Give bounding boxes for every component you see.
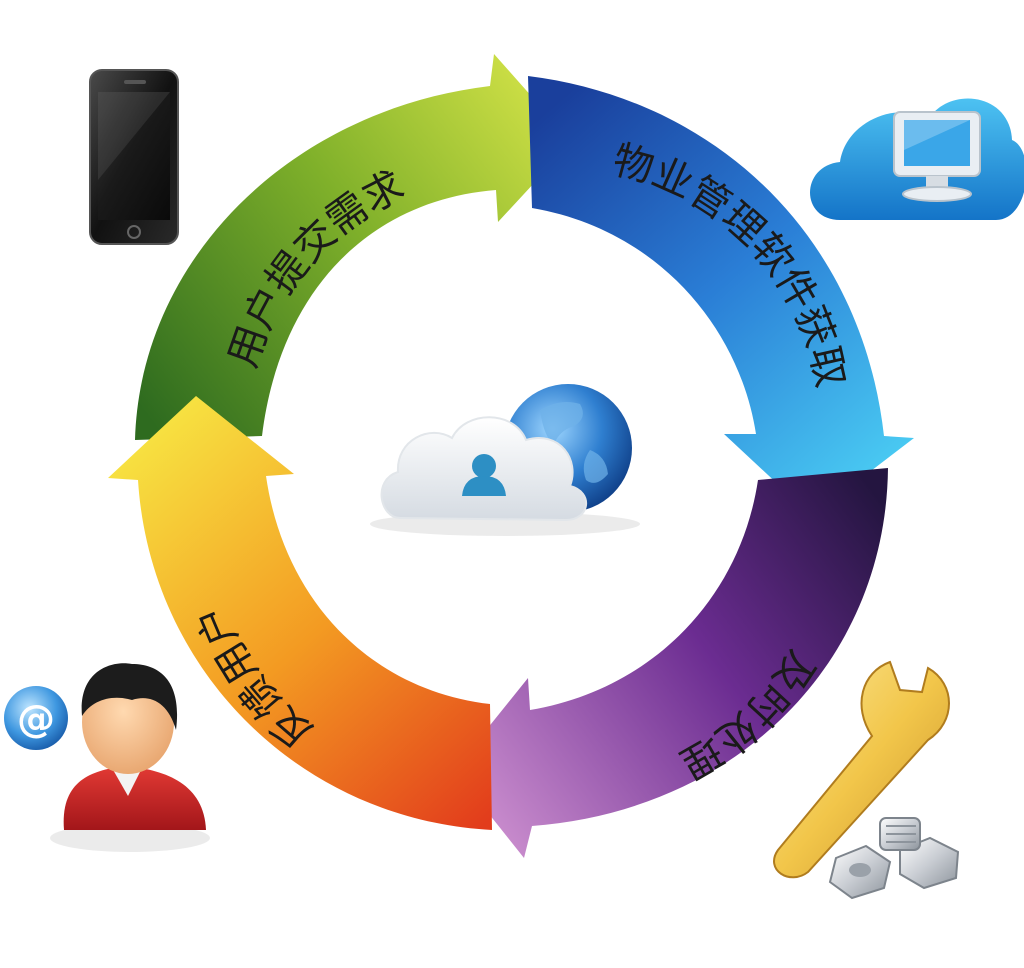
cycle-arrow-blue — [528, 76, 914, 516]
cycle-arrow-green — [135, 54, 572, 440]
cycle-arrow-orange — [108, 396, 492, 830]
smartphone-icon — [89, 69, 179, 245]
cloud-computer-icon — [810, 98, 1024, 220]
cloud-globe-user-icon — [370, 384, 640, 536]
cycle-arrow-purple — [454, 468, 888, 858]
user-email-icon: @ — [4, 663, 210, 852]
svg-text:@: @ — [17, 697, 55, 741]
wrench-bolts-icon — [773, 660, 960, 900]
